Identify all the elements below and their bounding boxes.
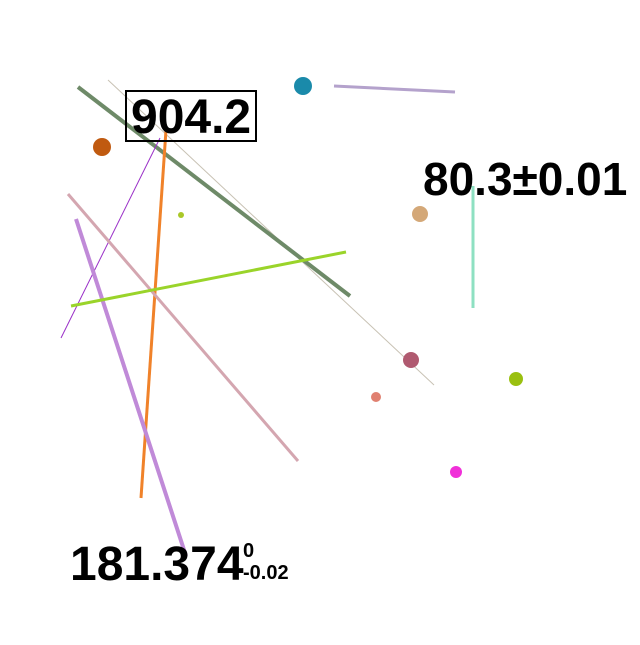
scientific-value-lower: -0.02 (243, 562, 289, 584)
salmon-dot (371, 392, 381, 402)
plus-minus-value-label: 80.3±0.01 (423, 153, 628, 205)
scientific-value-upper: 0 (243, 540, 255, 562)
lime-line (70, 250, 347, 308)
small-lime-dot (178, 212, 184, 218)
thin-purple-line (60, 137, 161, 339)
violet-line (74, 218, 188, 557)
green-dot (509, 372, 523, 386)
thin-gray-line (107, 79, 435, 386)
pink-line (66, 193, 300, 462)
magenta-dot (450, 466, 462, 478)
orange-line (139, 129, 168, 499)
teal-dot (294, 77, 312, 95)
rust-dot (93, 138, 111, 156)
lavender-line (333, 84, 456, 94)
boxed-value-label: 904.2 (125, 90, 258, 144)
mauve-dot (403, 352, 419, 368)
tan-dot (412, 206, 428, 222)
scientific-value-main: 181.374 (70, 538, 244, 591)
